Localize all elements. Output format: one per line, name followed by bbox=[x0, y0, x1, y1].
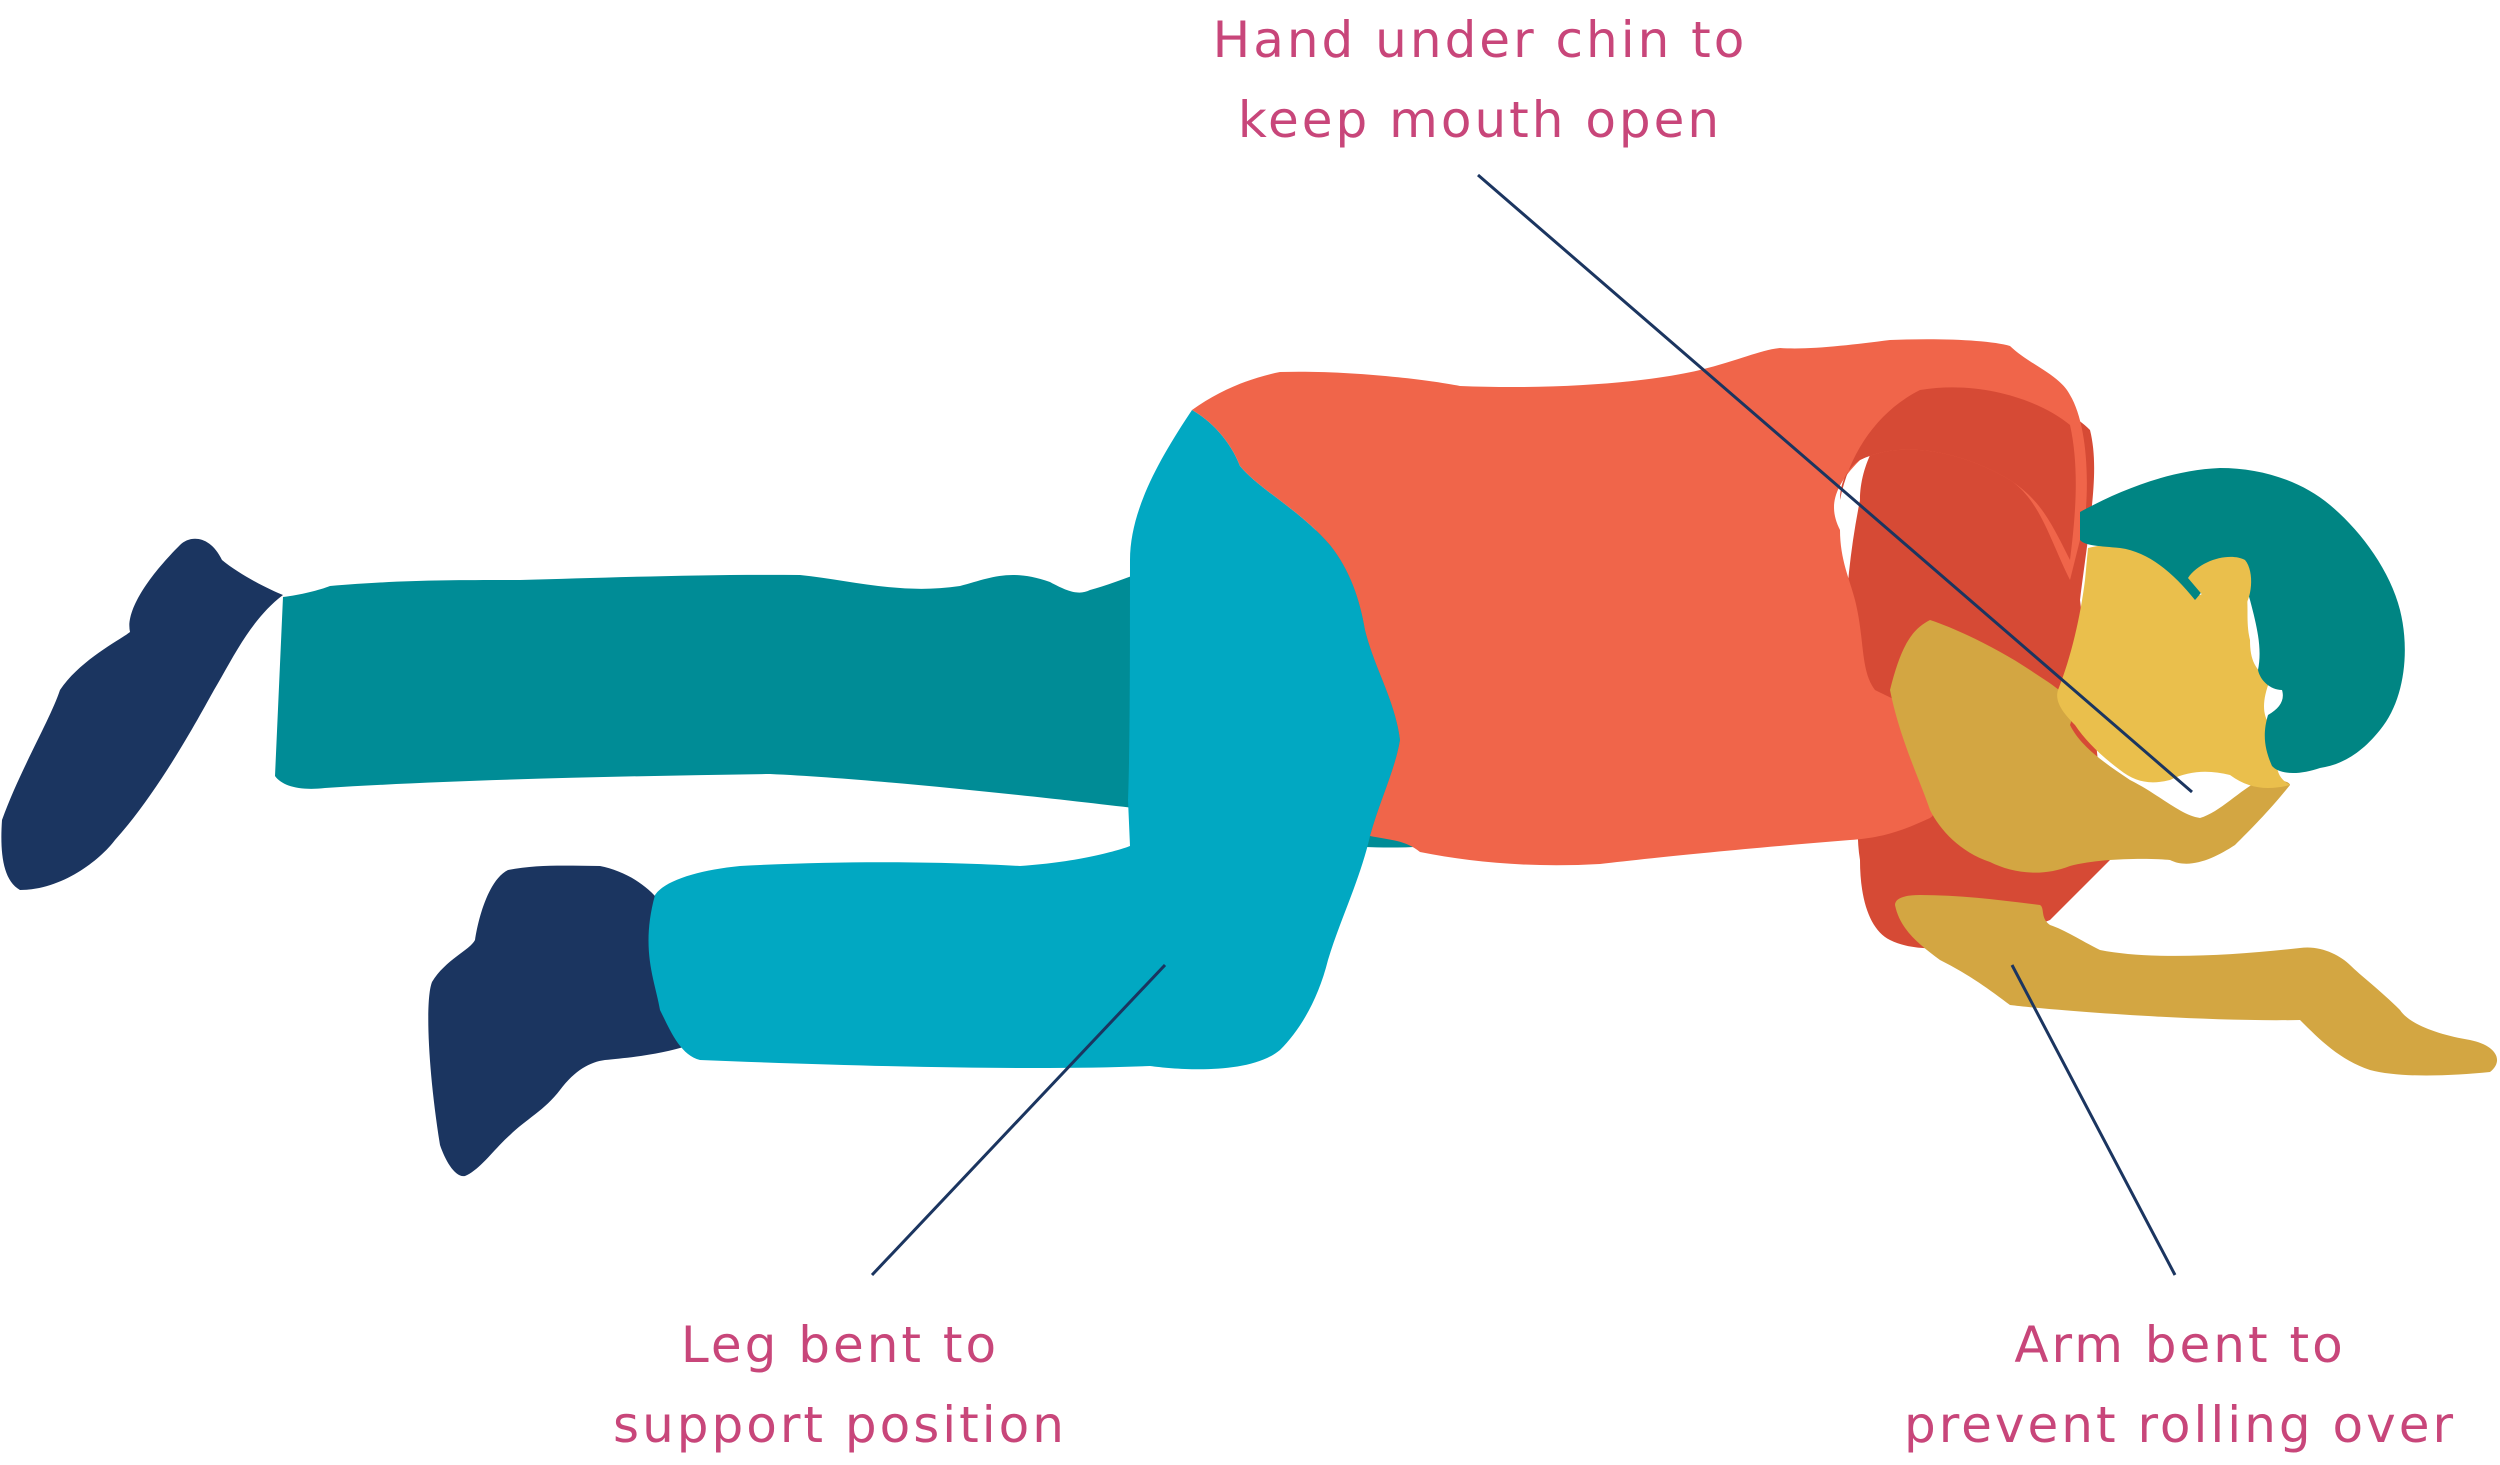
leader-line-chin bbox=[1477, 173, 2193, 794]
label-hand-under-chin-line2: keep mouth open bbox=[1237, 91, 1723, 149]
near-arm bbox=[1895, 895, 2498, 1076]
near-leg bbox=[648, 410, 1400, 1070]
label-leg-bent-line2: support position bbox=[613, 1396, 1067, 1454]
shirt-shade-panel bbox=[1840, 387, 2076, 560]
label-hand-under-chin: Hand under chin to keep mouth open bbox=[1180, 0, 1780, 160]
near-shoe bbox=[428, 865, 690, 1177]
ear bbox=[2188, 556, 2252, 611]
label-arm-bent-line1: Arm bent to bbox=[2014, 1316, 2346, 1374]
leader-line-arm bbox=[2010, 964, 2177, 1276]
hair bbox=[2080, 468, 2405, 774]
label-arm-bent-line2: prevent rolling over bbox=[1903, 1396, 2457, 1454]
label-leg-bent-line1: Leg bent to bbox=[680, 1316, 1000, 1374]
leader-line-leg bbox=[870, 963, 1167, 1277]
shirt bbox=[1192, 339, 2087, 866]
chin-hand bbox=[1890, 620, 2290, 873]
label-hand-under-chin-line1: Hand under chin to bbox=[1212, 11, 1748, 69]
label-arm-bent: Arm bent to prevent rolling over bbox=[1860, 1305, 2500, 1465]
far-shoe bbox=[1, 538, 284, 890]
label-leg-bent: Leg bent to support position bbox=[560, 1305, 1120, 1465]
